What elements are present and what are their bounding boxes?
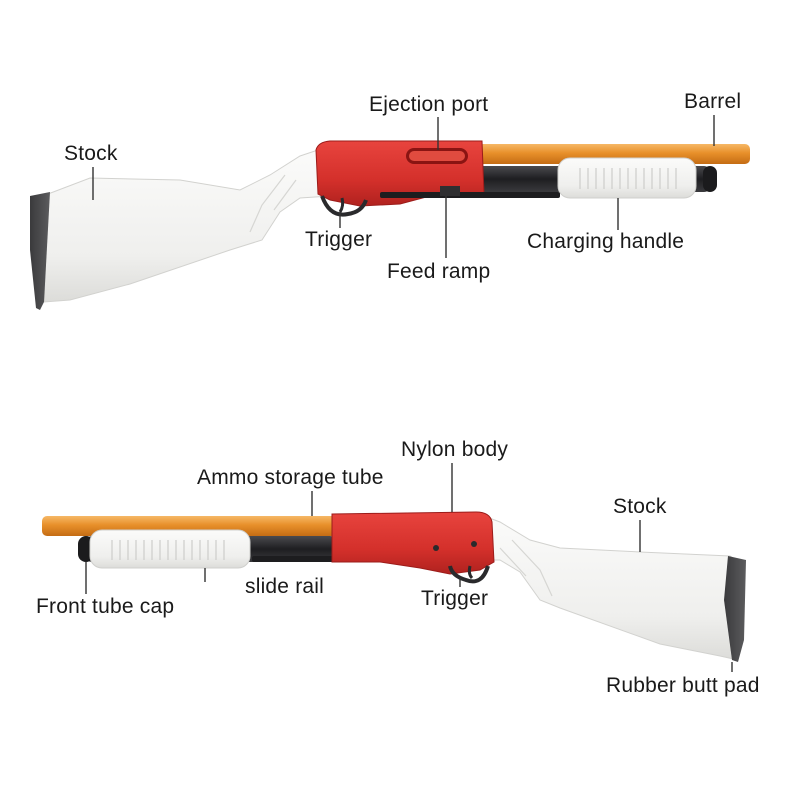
top-charging-handle <box>557 157 697 199</box>
bottom-receiver-pin-2 <box>471 541 477 547</box>
label-trigger-bottom: Trigger <box>421 587 488 610</box>
top-grip-detail <box>249 174 297 233</box>
bottom-grip-detail <box>499 539 553 597</box>
label-rubber-butt-pad: Rubber butt pad <box>606 674 760 697</box>
label-charging-handle: Charging handle <box>527 230 684 253</box>
bottom-receiver <box>331 511 495 575</box>
bottom-forend <box>89 529 251 569</box>
bottom-trigger-guard <box>448 565 490 584</box>
label-slide-rail: slide rail <box>245 575 324 598</box>
bottom-annotations: Nylon body Ammo storage tube Stock Front… <box>36 438 760 697</box>
top-tube-cap <box>703 166 717 192</box>
label-barrel: Barrel <box>684 90 741 113</box>
top-stock <box>43 149 331 303</box>
bottom-trigger <box>467 565 474 580</box>
bottom-shotgun <box>42 511 746 662</box>
label-ammo-storage-tube: Ammo storage tube <box>197 466 384 489</box>
label-nylon-body: Nylon body <box>401 438 508 461</box>
top-annotations: Stock Ejection port Barrel Trigger Charg… <box>64 90 741 283</box>
top-forend-ribs <box>579 168 677 189</box>
label-ejection-port: Ejection port <box>369 93 488 116</box>
bottom-butt-pad <box>724 556 746 662</box>
top-shotgun <box>30 140 750 310</box>
bottom-stock <box>475 515 746 661</box>
bottom-slide-rail <box>252 556 342 562</box>
label-feed-ramp: Feed ramp <box>387 260 490 283</box>
bottom-forend-ribs <box>111 540 225 560</box>
label-front-tube-cap: Front tube cap <box>36 595 174 618</box>
top-trigger-guard <box>320 195 368 217</box>
label-stock-top: Stock <box>64 142 118 165</box>
label-trigger-top: Trigger <box>305 228 372 251</box>
label-stock-bottom: Stock <box>613 495 667 518</box>
top-butt-pad <box>30 192 50 310</box>
top-action-bar <box>380 192 560 198</box>
top-ejection-port-inner <box>409 151 465 161</box>
bottom-receiver-pin-1 <box>433 545 439 551</box>
top-slide-detail <box>440 186 460 196</box>
top-trigger <box>338 197 345 213</box>
